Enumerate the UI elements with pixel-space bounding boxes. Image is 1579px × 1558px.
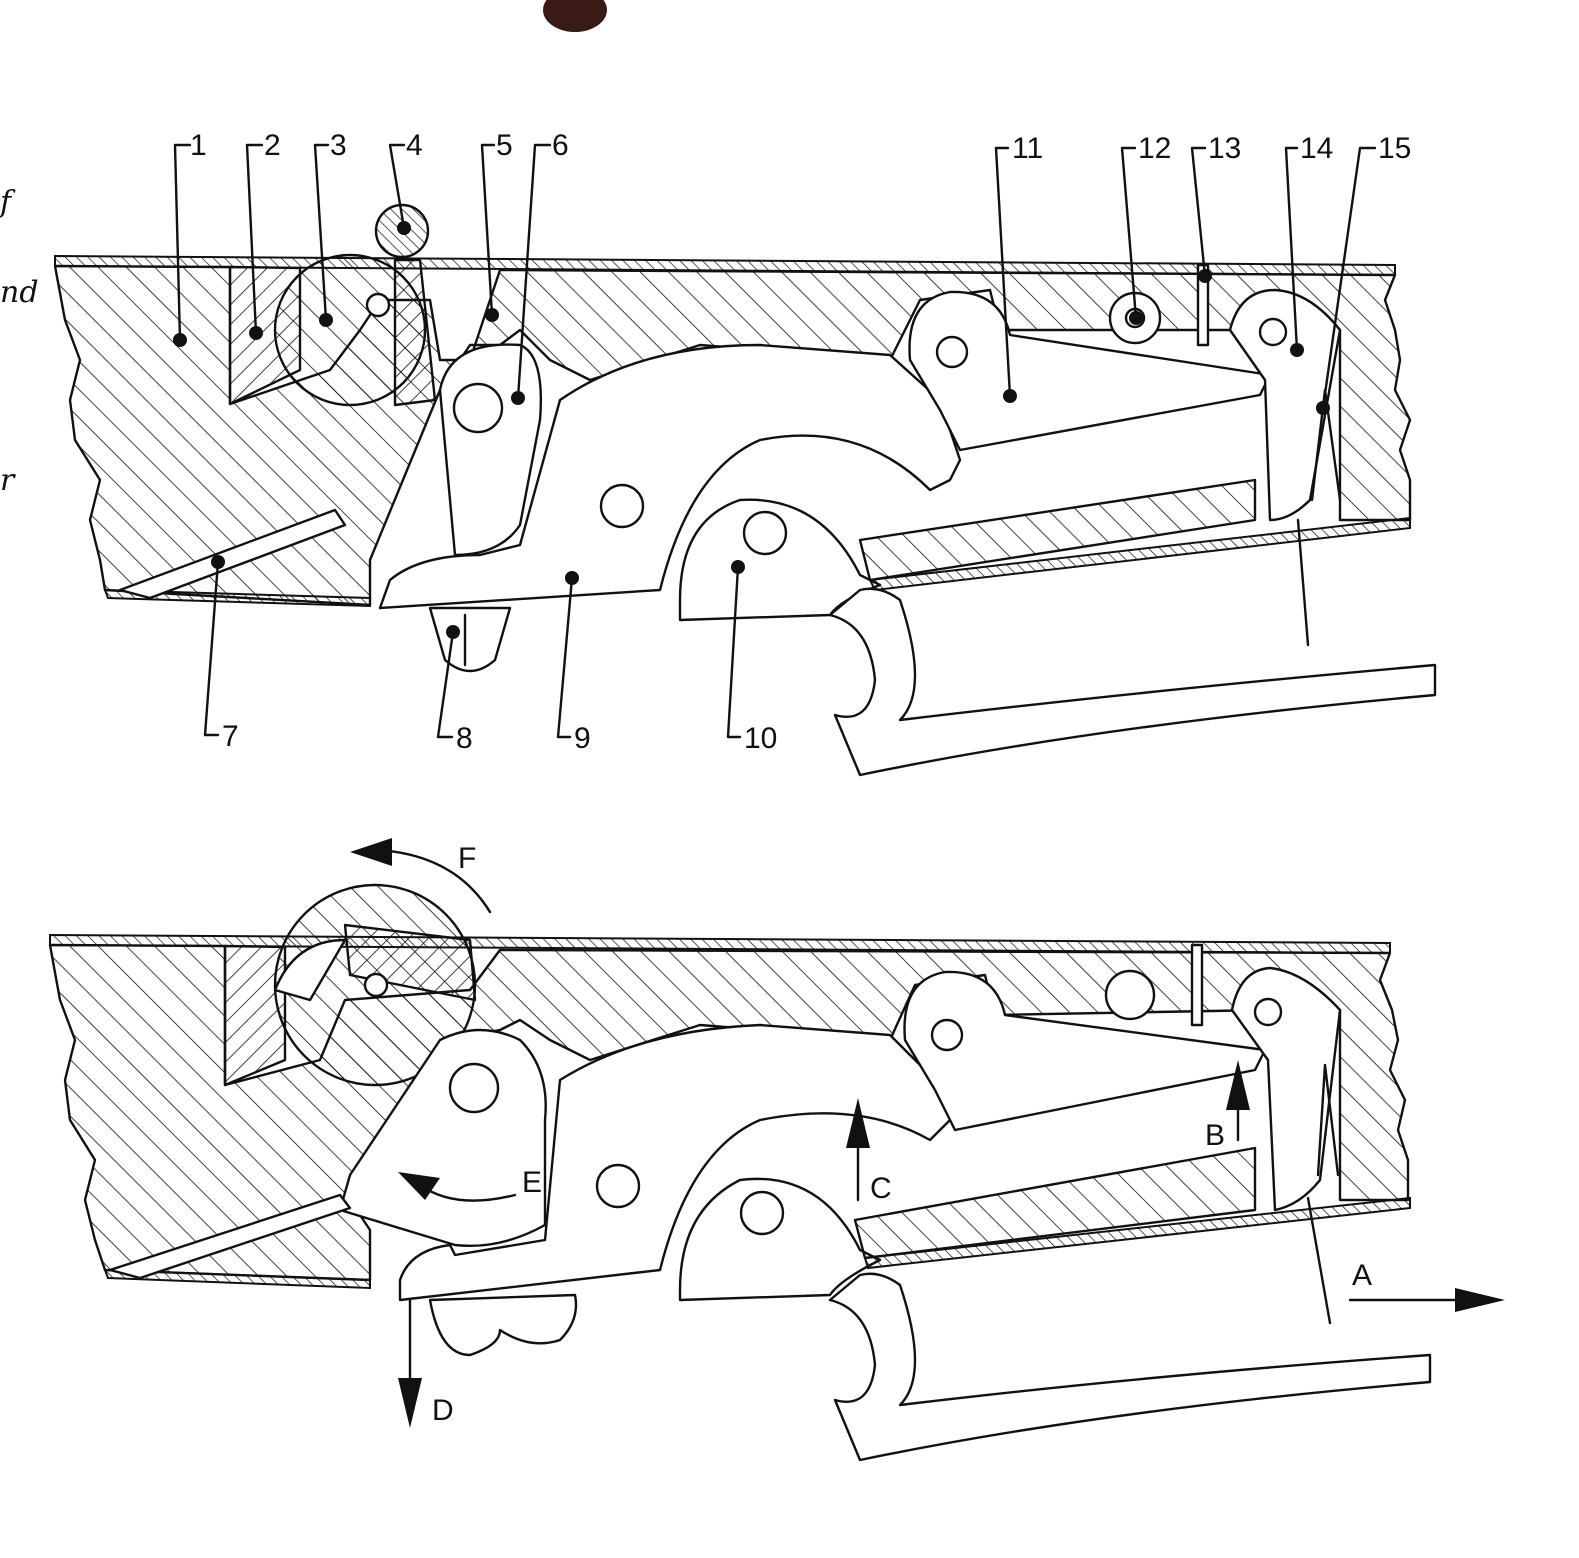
leader-5	[480, 143, 496, 317]
wedge-piece	[393, 258, 437, 407]
bottom-diagram: A B C D E F	[48, 838, 1505, 1462]
leader-15	[1321, 146, 1377, 410]
part-10-hole-b	[739, 1190, 785, 1236]
wedge-rotated	[343, 923, 477, 1002]
label-1: 1	[190, 129, 207, 162]
arrow-label-A: A	[1352, 1259, 1372, 1292]
label-4: 4	[406, 129, 423, 162]
part-10-hole	[742, 510, 788, 556]
leader-9	[556, 576, 574, 739]
top-diagram: 1 2 3 4 5 6 11 12 13 14 15 7 8 9 10	[53, 129, 1437, 777]
label-7: 7	[222, 720, 239, 753]
arrow-C-head	[846, 1098, 870, 1148]
strip-7-b	[108, 1193, 352, 1280]
label-6: 6	[552, 129, 569, 162]
spring-15-b	[1316, 1063, 1340, 1177]
lever-11	[908, 290, 1272, 452]
arrow-F-shaft	[376, 848, 492, 914]
lower-rail	[858, 478, 1257, 582]
label-9: 9	[574, 722, 591, 755]
drum-pin	[365, 292, 391, 318]
label-5: 5	[496, 129, 513, 162]
leader-11	[994, 146, 1012, 398]
pin-13-b	[1190, 943, 1204, 1027]
leader-1	[173, 143, 192, 342]
drum-notch	[273, 938, 347, 1002]
lever-6-pivot	[452, 382, 504, 434]
label-12: 12	[1138, 132, 1171, 165]
leader-12	[1120, 146, 1138, 320]
label-2: 2	[264, 129, 281, 162]
part-14	[1228, 288, 1342, 522]
leader-6	[516, 143, 552, 400]
arrow-label-D: D	[432, 1394, 454, 1427]
margin-fragment-3: r	[0, 463, 16, 498]
label-13: 13	[1208, 132, 1241, 165]
part-14-pivot-b	[1253, 997, 1283, 1027]
label-8: 8	[456, 722, 473, 755]
trigger-guard-b	[828, 1272, 1432, 1462]
spring-rod-b	[1306, 1196, 1332, 1325]
strip-7	[118, 508, 347, 600]
lever-6-pivot-b	[448, 1062, 500, 1114]
ink-blot	[543, 0, 607, 32]
label-14: 14	[1300, 132, 1333, 165]
margin-fragment-1: f	[0, 185, 16, 220]
plate-9-hole-b	[595, 1163, 641, 1209]
pin-12-b	[1104, 969, 1156, 1021]
arrow-label-B: B	[1205, 1119, 1225, 1152]
leader-7	[203, 560, 220, 737]
lever-11-b	[903, 970, 1267, 1132]
label-3: 3	[330, 129, 347, 162]
arrow-label-E: E	[522, 1166, 542, 1199]
lever-11-pivot	[935, 335, 969, 369]
trigger-8	[428, 606, 512, 673]
plate-9-b	[398, 1023, 952, 1302]
label-15: 15	[1378, 132, 1411, 165]
lower-plate-left-b	[103, 1268, 371, 1290]
lower-plate	[868, 516, 1411, 592]
part-10-b	[678, 1177, 882, 1302]
arrow-E-head	[398, 1172, 440, 1200]
block-2-b	[223, 944, 287, 1087]
label-10: 10	[744, 722, 777, 755]
label-11: 11	[1012, 132, 1043, 165]
plate-9	[378, 343, 962, 610]
leader-10	[726, 565, 742, 739]
drum-pin-b	[363, 972, 389, 998]
lower-plate-b	[863, 1196, 1411, 1270]
margin-fragment-2: nd	[0, 275, 39, 310]
lower-plate-left	[103, 588, 371, 608]
leader-13	[1190, 146, 1207, 278]
arrow-label-C: C	[870, 1172, 892, 1205]
trigger-8-lowered	[428, 1293, 578, 1357]
arrow-D-head	[398, 1378, 422, 1428]
arrow-A-head	[1455, 1288, 1505, 1312]
spring-rod	[1296, 518, 1310, 647]
arrow-label-F: F	[458, 842, 476, 875]
lower-rail-b	[853, 1146, 1257, 1260]
leader-8	[436, 630, 455, 739]
part-14-b	[1230, 966, 1342, 1212]
lever-11-pivot-b	[930, 1018, 964, 1052]
arrow-B-head	[1226, 1060, 1250, 1110]
leader-14	[1284, 146, 1299, 352]
leader-3	[313, 143, 330, 322]
part-14-pivot	[1258, 317, 1288, 347]
leader-4	[388, 143, 406, 230]
trigger-guard	[828, 587, 1437, 777]
plate-9-hole	[599, 483, 645, 529]
leader-2	[245, 143, 264, 335]
arrow-F-head	[350, 838, 392, 866]
